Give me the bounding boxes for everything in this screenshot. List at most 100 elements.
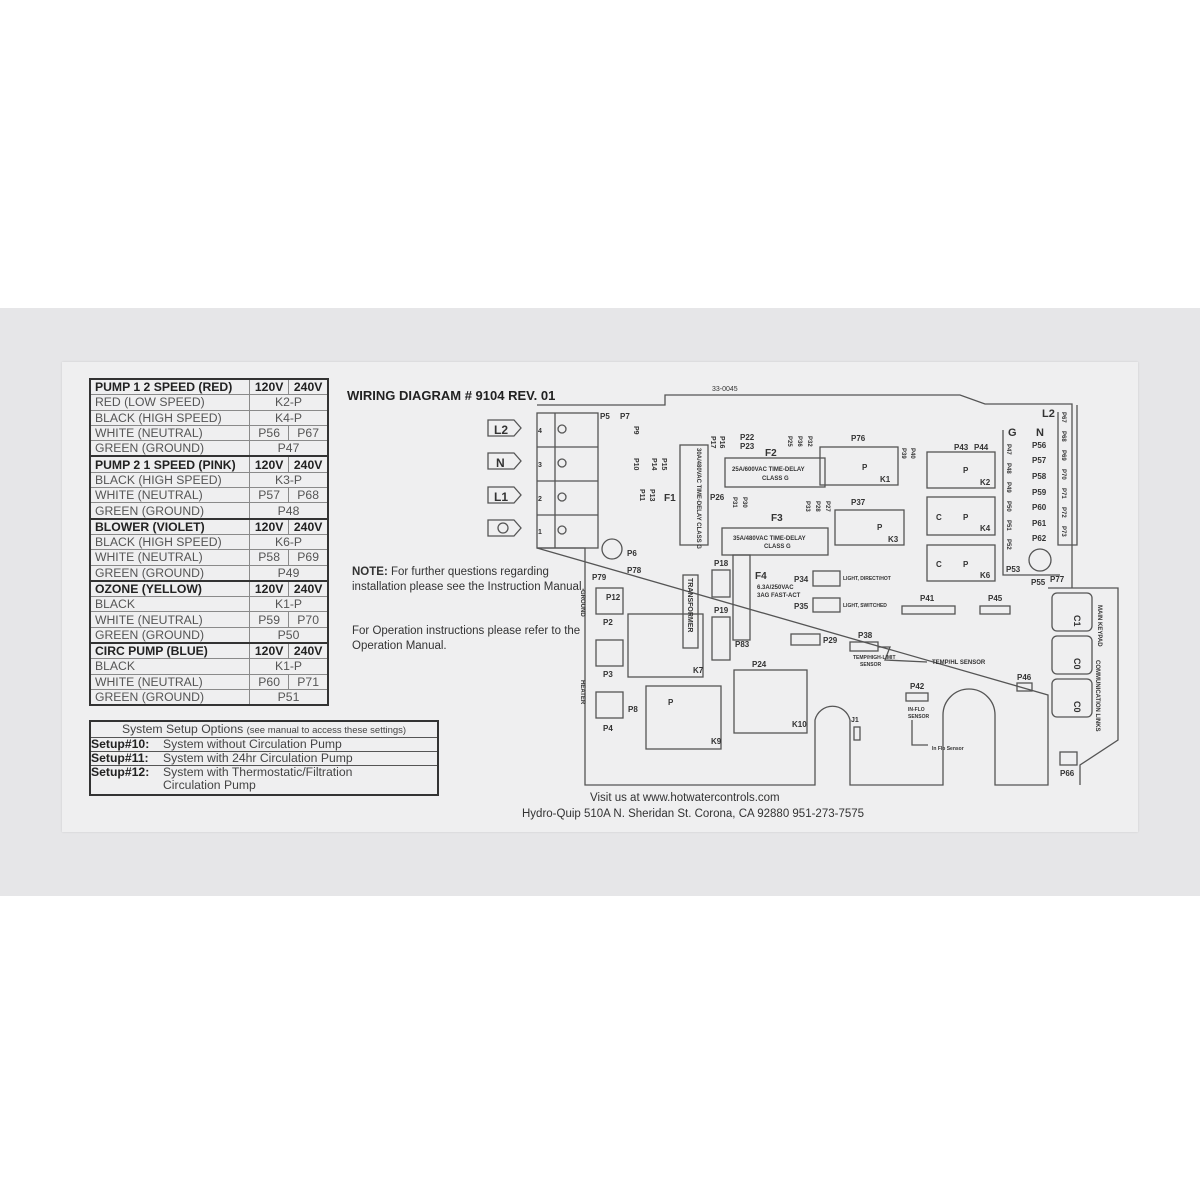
table-cell: P70	[288, 611, 329, 628]
board-label: SENSOR	[908, 714, 930, 720]
board-label: P83	[735, 640, 750, 649]
table-cell: P67	[288, 424, 329, 442]
board-label: P	[862, 463, 868, 472]
table-cell: BLACK	[89, 596, 250, 613]
board-label: P58	[1032, 472, 1047, 481]
board-label: P18	[714, 559, 729, 568]
board-label: P46	[1017, 673, 1032, 682]
board-label: P24	[752, 660, 767, 669]
board-label: P35	[794, 602, 809, 611]
board-label: 1	[538, 529, 542, 536]
board-label: P40	[909, 448, 915, 459]
board-label: P62	[1032, 534, 1047, 543]
board-label: MAIN KEYPAD	[1096, 605, 1102, 647]
board-label: L1	[494, 490, 508, 504]
board-label: 4	[538, 428, 542, 435]
board-label: P	[963, 513, 969, 522]
board-label: 35A/480VAC TIME-DELAY	[733, 536, 806, 542]
board-label: P79	[592, 573, 607, 582]
relay-k4	[926, 496, 996, 536]
board-label: P4	[603, 724, 613, 733]
board-label: N	[496, 456, 505, 470]
board-outline	[536, 394, 1119, 786]
relay-k7	[627, 613, 704, 678]
board-label: P7	[620, 412, 630, 421]
board-label: P73	[1060, 526, 1066, 537]
part-number: 33-0045	[712, 386, 738, 393]
board-label: P45	[988, 594, 1003, 603]
setup-heading-text: System Setup Options	[121, 722, 244, 736]
board-label: P50	[1005, 501, 1011, 512]
footer-website: Visit us at www.hotwatercontrols.com	[590, 792, 780, 804]
table-cell: P51	[249, 688, 329, 706]
board-label: P2	[603, 618, 613, 627]
table-cell: BLACK (HIGH SPEED)	[89, 409, 250, 426]
setup-text: System with Thermostatic/Filtration Circ…	[163, 765, 353, 792]
board-label: TEMP/HL SENSOR	[932, 660, 986, 666]
setup-heading-note: (see manual to access these settings)	[246, 725, 407, 736]
board-label: P17	[709, 436, 716, 449]
board-label: C	[936, 560, 942, 569]
relay-k3	[834, 509, 905, 546]
setup-code: Setup#12:	[91, 765, 150, 779]
board-label: In Flo Sensor	[932, 746, 964, 752]
board-label: K6	[980, 571, 991, 580]
board-label: F3	[771, 513, 783, 524]
board-label: P5	[600, 412, 610, 421]
relay-k9	[645, 685, 722, 750]
table-cell: P68	[288, 487, 329, 504]
board-label: L2	[1042, 408, 1055, 420]
table-row: BLACK (HIGH SPEED)K6-P	[89, 533, 329, 551]
setup-text: System with 24hr Circulation Pump	[163, 751, 353, 765]
setup-code: Setup#11:	[91, 751, 149, 765]
board-label: G	[1008, 427, 1017, 439]
table-cell: 120V	[248, 642, 290, 660]
board-label: K9	[711, 737, 722, 746]
board-label: P31	[731, 497, 737, 508]
board-label: P25	[786, 436, 792, 447]
ground-icon	[497, 522, 509, 534]
board-label: P66	[1060, 769, 1075, 778]
board-label: P47	[1005, 444, 1011, 455]
table-cell: CIRC PUMP (BLUE)	[89, 642, 250, 660]
board-label: P14	[650, 458, 657, 471]
board-label: F2	[765, 448, 777, 459]
board-label: P69	[1060, 450, 1066, 461]
board-label: P61	[1032, 519, 1047, 528]
board-label: P23	[740, 442, 755, 451]
board-label: P76	[851, 434, 866, 443]
table-cell: WHITE (NEUTRAL)	[89, 424, 250, 442]
diagram-title: WIRING DIAGRAM # 9104 REV. 01	[347, 388, 556, 403]
board-label: K1	[880, 475, 891, 484]
board-label: P10	[632, 458, 639, 471]
board-label: K4	[980, 524, 991, 533]
setup-option: Setup#11: System with 24hr Circulation Pu…	[91, 752, 437, 766]
board-label: LIGHT, SWITCHED	[843, 603, 887, 609]
board-label: P41	[920, 594, 935, 603]
board-label: P53	[1006, 565, 1021, 574]
board-label: N	[1036, 427, 1044, 439]
board-label: P42	[910, 682, 925, 691]
table-cell: 240V	[288, 579, 329, 598]
board-label: 2	[538, 496, 542, 503]
table-cell: 120V	[248, 517, 290, 535]
board-label: P52	[1005, 539, 1011, 550]
board-label: P43	[954, 443, 969, 452]
board-label: P72	[1060, 507, 1066, 518]
board-label: 3	[538, 462, 542, 469]
setup-code: Setup#10:	[91, 737, 150, 751]
board-label: COMMUNICATION LINKS	[1094, 660, 1100, 732]
board-label: F1	[664, 493, 676, 504]
system-setup-options: System Setup Options (see manual to acce…	[89, 720, 439, 796]
table-row: RED (LOW SPEED)K2-P	[89, 394, 329, 411]
board-label: L2	[494, 423, 508, 437]
setup-heading: System Setup Options (see manual to acce…	[91, 722, 437, 738]
footer-address: Hydro-Quip 510A N. Sheridan St. Corona, …	[522, 808, 865, 820]
board-label: K7	[693, 666, 704, 675]
table-cell: 120V	[248, 455, 290, 473]
board-label: C1	[1072, 615, 1082, 627]
board-label: C0	[1072, 658, 1082, 670]
